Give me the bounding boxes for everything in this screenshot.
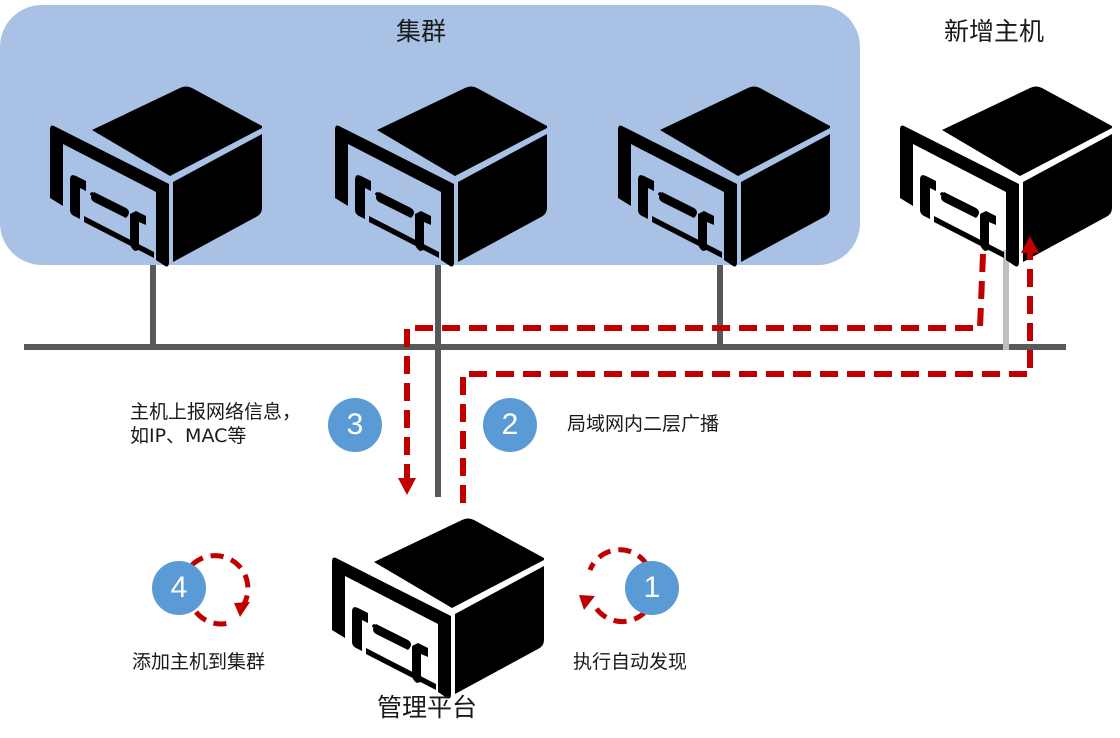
server-icon	[884, 64, 1120, 289]
arrow-head-icon	[234, 602, 250, 617]
step-badge-4: 4	[152, 561, 206, 615]
step-1-label: 执行自动发现	[573, 651, 688, 673]
management-server[interactable]	[316, 496, 561, 721]
management-title: 管理平台	[377, 693, 478, 722]
flow-report-path	[404, 253, 986, 478]
arrow-up-icon	[1021, 236, 1039, 253]
new-host-server[interactable]	[884, 64, 1120, 289]
cluster-title: 集群	[396, 17, 447, 46]
step-3-label: 主机上报网络信息， 如IP、MAC等	[130, 400, 301, 448]
step-3-label-line2: 如IP、MAC等	[130, 425, 247, 447]
step-2-label: 局域网内二层广播	[567, 413, 720, 435]
step-4-label: 添加主机到集群	[132, 651, 266, 673]
arrow-head-icon	[579, 595, 595, 610]
step-badge-3: 3	[328, 398, 382, 452]
arrow-down-icon	[398, 478, 416, 495]
loop-arrow-step4	[190, 553, 251, 627]
flow-broadcast-path	[460, 252, 1033, 503]
network-links	[24, 265, 1066, 497]
server-icon	[316, 496, 561, 721]
new-host-title: 新增主机	[944, 17, 1045, 46]
step-badge-1: 1	[625, 561, 679, 615]
step-badge-2: 2	[483, 398, 537, 452]
step-3-label-line1: 主机上报网络信息，	[130, 401, 302, 423]
loop-arrow-step1	[587, 547, 650, 625]
